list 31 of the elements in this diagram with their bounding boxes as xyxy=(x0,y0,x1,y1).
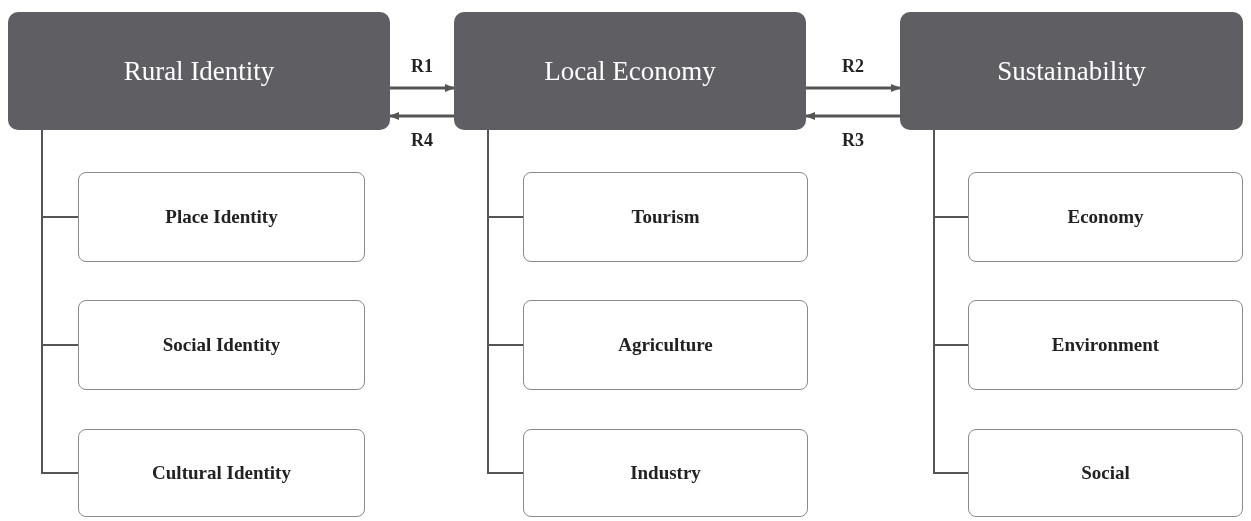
node-text: Tourism xyxy=(631,206,700,228)
item-box xyxy=(78,172,365,262)
connector-line xyxy=(41,129,79,474)
arrow xyxy=(390,84,455,92)
node-text: Industry xyxy=(630,462,701,484)
node-text: Local Economy xyxy=(544,55,716,87)
node-text: Sustainability xyxy=(997,55,1146,87)
node-text: Social Identity xyxy=(162,334,281,356)
node-text: Place Identity xyxy=(165,206,278,228)
arrow xyxy=(806,84,901,92)
item-box xyxy=(78,300,365,390)
item-box xyxy=(523,300,808,390)
item-box xyxy=(968,172,1243,262)
node-text: Cultural Identity xyxy=(152,462,291,484)
connector-line xyxy=(933,129,969,474)
category-box xyxy=(8,12,390,130)
node-text: Agriculture xyxy=(618,334,713,356)
item-box xyxy=(523,429,808,517)
arrow xyxy=(389,112,454,120)
node-text: Economy xyxy=(1067,206,1144,228)
arrow xyxy=(805,112,900,120)
node-text: Rural Identity xyxy=(123,55,275,87)
item-box xyxy=(968,300,1243,390)
item-box xyxy=(523,172,808,262)
item-box xyxy=(78,429,365,517)
category-box xyxy=(454,12,806,130)
connector-line xyxy=(487,129,524,474)
item-box xyxy=(968,429,1243,517)
node-text: Environment xyxy=(1051,334,1160,356)
node-text: Social xyxy=(1081,462,1130,484)
category-box xyxy=(900,12,1243,130)
